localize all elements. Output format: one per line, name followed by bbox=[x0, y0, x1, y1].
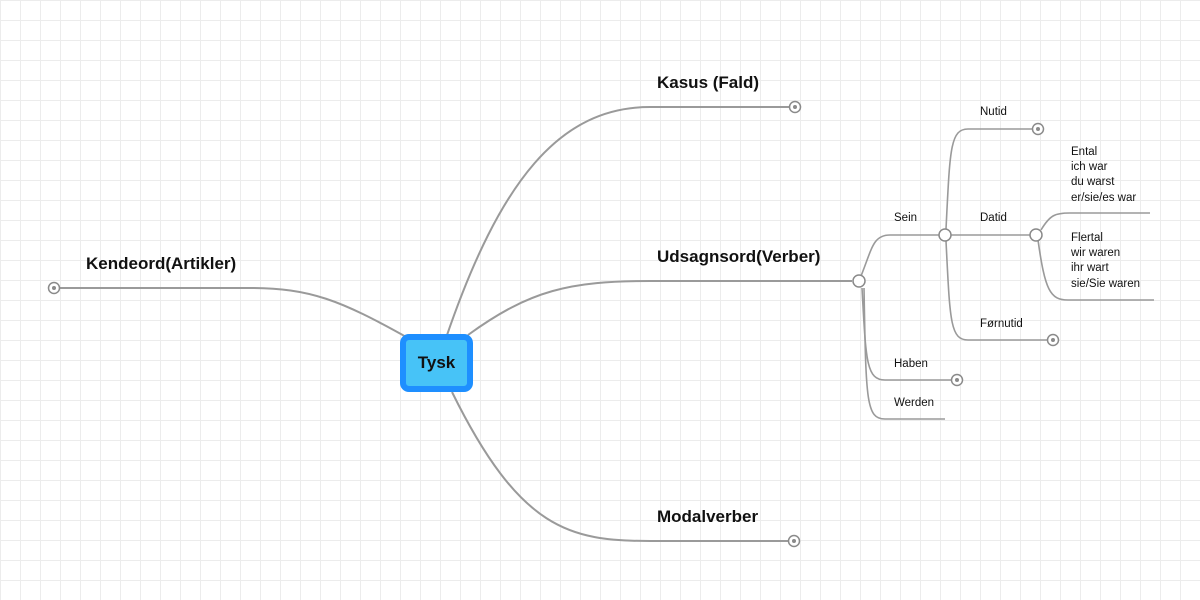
expand-kendeord-icon[interactable] bbox=[47, 281, 61, 295]
note-line: Flertal bbox=[1071, 232, 1103, 244]
collapse-sein-icon[interactable] bbox=[938, 228, 952, 242]
collapse-datid-icon[interactable] bbox=[1029, 228, 1043, 242]
note-flertal[interactable]: Flertal wir waren ihr wart sie/Sie waren bbox=[1070, 232, 1140, 290]
note-line: er/sie/es war bbox=[1071, 192, 1136, 204]
topic-kasus[interactable]: Kasus (Fald) bbox=[657, 73, 759, 92]
edge-sein bbox=[858, 234, 941, 282]
expand-fornutid-icon[interactable] bbox=[1046, 333, 1060, 347]
edge-udsagnsord bbox=[467, 280, 852, 336]
edge-nutid bbox=[945, 128, 1033, 230]
expand-kasus-icon[interactable] bbox=[788, 100, 802, 114]
note-line: Ental bbox=[1071, 146, 1097, 158]
topic-modalverber[interactable]: Modalverber bbox=[657, 507, 758, 526]
edge-kendeord bbox=[58, 287, 409, 339]
expand-nutid-icon[interactable] bbox=[1031, 122, 1045, 136]
topic-haben[interactable]: Haben bbox=[894, 358, 928, 370]
expand-haben-icon[interactable] bbox=[950, 373, 964, 387]
central-topic-label: Tysk bbox=[418, 353, 456, 372]
edge-flertal bbox=[1037, 239, 1154, 301]
topic-kendeord[interactable]: Kendeord(Artikler) bbox=[86, 254, 236, 273]
edge-kasus bbox=[445, 106, 792, 339]
note-line: wir waren bbox=[1070, 247, 1120, 259]
edge-werden bbox=[863, 287, 945, 420]
note-ental[interactable]: Ental ich war du warst er/sie/es war bbox=[1071, 146, 1136, 204]
central-topic[interactable]: Tysk bbox=[400, 334, 473, 392]
edge-fornutid bbox=[945, 240, 1048, 341]
expand-modalverber-icon[interactable] bbox=[787, 534, 801, 548]
topic-datid[interactable]: Datid bbox=[980, 212, 1007, 224]
note-line: ihr wart bbox=[1071, 262, 1110, 274]
topic-werden[interactable]: Werden bbox=[894, 397, 934, 409]
note-line: ich war bbox=[1071, 161, 1108, 173]
edge-haben bbox=[861, 287, 953, 381]
note-line: du warst bbox=[1071, 176, 1115, 188]
edge-modalverber bbox=[451, 391, 790, 542]
topic-nutid[interactable]: Nutid bbox=[980, 106, 1007, 118]
collapse-udsagnsord-icon[interactable] bbox=[852, 274, 866, 288]
edge-ental bbox=[1040, 212, 1150, 231]
note-line: sie/Sie waren bbox=[1071, 278, 1140, 290]
edges bbox=[58, 106, 1154, 542]
topic-sein[interactable]: Sein bbox=[894, 212, 917, 224]
topic-udsagnsord[interactable]: Udsagnsord(Verber) bbox=[657, 247, 820, 266]
knobs bbox=[47, 100, 1060, 548]
topic-fornutid[interactable]: Førnutid bbox=[980, 318, 1023, 330]
